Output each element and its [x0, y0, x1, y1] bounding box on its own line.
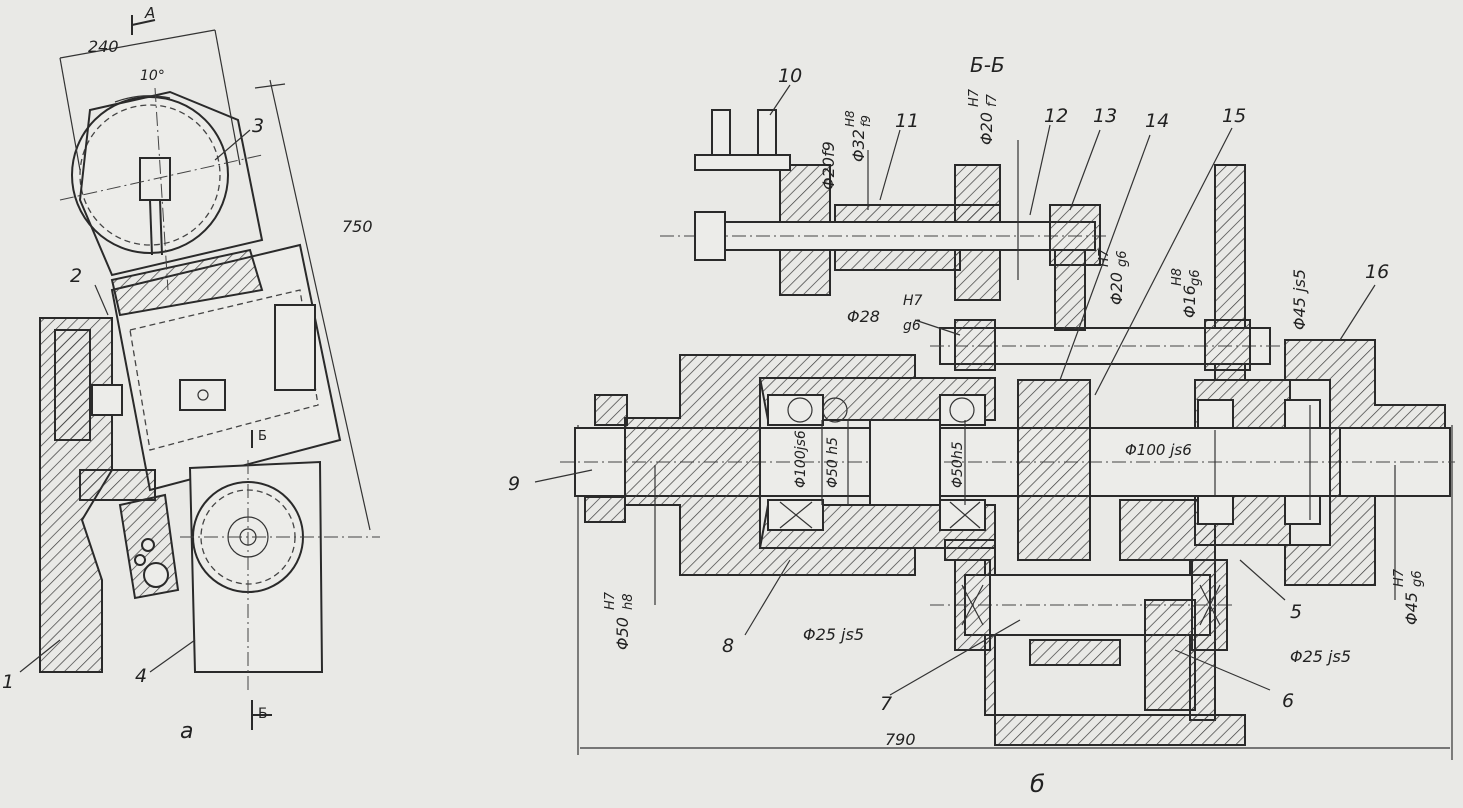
svg-text:Φ50: Φ50: [613, 617, 632, 650]
label-part-16: 16: [1365, 261, 1389, 283]
svg-text:H7: H7: [903, 293, 923, 309]
dim-d25js5-right: Φ25 js5: [1290, 647, 1351, 666]
dim-d50-fit: Φ50 H7 h8: [603, 591, 636, 650]
label-part-1: 1: [2, 671, 14, 693]
svg-text:H8: H8: [1170, 268, 1185, 286]
dim-d25js5-left: Φ25 js5: [803, 625, 864, 644]
dim-750: 750: [342, 217, 373, 236]
dim-790: 790: [885, 730, 916, 749]
dim-angle-10: 10°: [140, 68, 165, 84]
label-part-12: 12: [1044, 105, 1068, 127]
svg-text:g6: g6: [1410, 570, 1425, 587]
dim-d20-mid-fit: Φ20 H7 g6: [1097, 248, 1130, 305]
svg-text:Φ32: Φ32: [849, 129, 868, 162]
dim-d20f9: Φ20f9: [819, 141, 838, 190]
svg-text:g6: g6: [903, 318, 921, 334]
dim-d20-top-fit: Φ20 H7 f7: [967, 88, 1000, 145]
svg-text:Φ20: Φ20: [1107, 272, 1126, 305]
dim-d28-fit: Φ28 H7 g6: [847, 293, 923, 334]
svg-text:f9: f9: [859, 115, 873, 127]
label-part-2: 2: [70, 265, 82, 287]
dim-d32-fit: Φ32 H8 f9: [843, 110, 873, 162]
label-view-a: а: [180, 719, 193, 744]
label-view-b: б: [1030, 770, 1045, 798]
bracket-11: [779, 164, 831, 223]
label-cut-b-top: Б: [258, 429, 267, 444]
labels: 1 2 3 4 5 6 7 8 9 10 11 12 13 14 15 16 а…: [2, 4, 1425, 798]
svg-text:g6: g6: [1188, 269, 1203, 286]
dim-line-750: [269, 79, 371, 531]
svg-text:Φ16: Φ16: [1180, 285, 1199, 318]
label-part-6: 6: [1282, 690, 1294, 712]
label-arrow-a: А: [144, 4, 155, 22]
guard: [274, 304, 316, 391]
label-cut-b-bottom: Б: [258, 706, 268, 722]
label-part-14: 14: [1145, 110, 1169, 132]
pulley-16: [1284, 339, 1446, 586]
label-section: Б-Б: [970, 53, 1005, 77]
dim-d45js5: Φ45 js5: [1290, 269, 1309, 330]
view-b-drawing: [534, 84, 1455, 760]
svg-text:H7: H7: [1097, 248, 1112, 267]
label-part-13: 13: [1093, 105, 1117, 127]
dim-d50h5-b: Φ50h5: [950, 441, 966, 488]
dim-d16-fit: Φ16 H8 g6: [1170, 268, 1203, 318]
svg-text:H7: H7: [603, 591, 618, 610]
dim-d45-fit: Φ45 H7 g6: [1392, 568, 1425, 625]
svg-text:Φ45: Φ45: [1402, 592, 1421, 625]
label-part-3: 3: [252, 115, 264, 137]
label-part-10: 10: [778, 65, 802, 87]
label-part-11: 11: [895, 110, 919, 132]
screw-assembly-2: [54, 329, 91, 441]
svg-text:f7: f7: [985, 93, 1000, 107]
dim-d100js6-right: Φ100 js6: [1125, 441, 1192, 459]
dim-240: 240: [88, 37, 119, 56]
label-part-15: 15: [1222, 105, 1246, 127]
label-part-7: 7: [880, 693, 892, 715]
svg-text:Φ28: Φ28: [847, 307, 880, 326]
label-part-8: 8: [722, 635, 734, 657]
clamp-section: [110, 248, 264, 317]
dim-d100js6-left: Φ100js6: [793, 430, 809, 488]
label-part-5: 5: [1290, 601, 1302, 623]
svg-text:g6: g6: [1115, 250, 1130, 267]
label-part-9: 9: [508, 473, 520, 495]
svg-text:H8: H8: [843, 110, 857, 127]
svg-text:h8: h8: [621, 593, 636, 610]
label-part-4: 4: [135, 665, 147, 687]
svg-text:H7: H7: [967, 88, 982, 107]
dim-d50h5-a: Φ50 h5: [825, 437, 841, 488]
gear-6: [1144, 599, 1196, 711]
svg-text:H7: H7: [1392, 568, 1407, 587]
dim-line-240: [59, 29, 216, 59]
view-a-drawing: [19, 15, 380, 730]
svg-text:Φ20: Φ20: [977, 112, 996, 145]
